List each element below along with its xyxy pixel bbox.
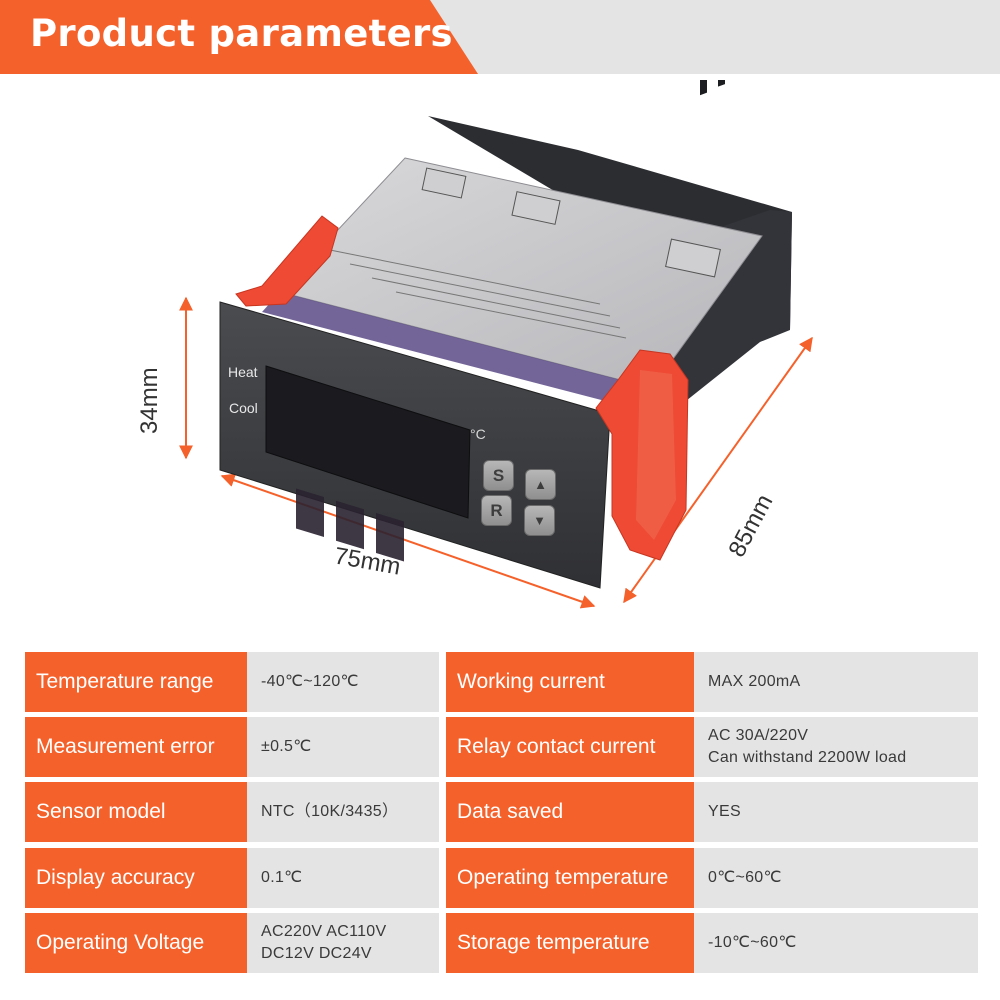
spec-value: -40℃~120℃ <box>247 652 439 712</box>
left-mounting-clip <box>235 215 339 307</box>
triangle-down-icon: ▼ <box>533 513 546 528</box>
spec-value: NTC（10K/3435） <box>247 782 439 842</box>
spec-row-storage-temperature: Storage temperature -10℃~60℃ <box>446 913 978 973</box>
spec-label: Working current <box>446 652 694 712</box>
spec-row-working-current: Working current MAX 200mA <box>446 652 978 712</box>
spec-label: Sensor model <box>25 782 247 842</box>
spec-label: Operating temperature <box>446 848 694 908</box>
spec-value: AC220V AC110V DC12V DC24V <box>247 913 439 973</box>
reset-key: R <box>481 495 512 526</box>
spec-label: Operating Voltage <box>25 913 247 973</box>
cool-indicator-label: Cool <box>229 400 258 416</box>
set-key: S <box>483 460 514 491</box>
spec-row-relay-contact-current: Relay contact current AC 30A/220V Can wi… <box>446 717 978 777</box>
triangle-up-icon: ▲ <box>534 477 547 492</box>
page-title: Product parameters <box>30 12 453 55</box>
spec-label: Data saved <box>446 782 694 842</box>
device-top-band <box>262 292 652 410</box>
product-illustration: 34mm 75mm 85mm Heat Cool °C S R ▲ ▼ <box>0 80 1000 640</box>
spec-row-display-accuracy: Display accuracy 0.1℃ <box>25 848 439 908</box>
spec-row-operating-voltage: Operating Voltage AC220V AC110V DC12V DC… <box>25 913 439 973</box>
spec-value: AC 30A/220V Can withstand 2200W load <box>694 717 978 777</box>
spec-row-data-saved: Data saved YES <box>446 782 978 842</box>
thermostat-drawing <box>179 80 813 609</box>
spec-label: Storage temperature <box>446 913 694 973</box>
display-digits <box>296 488 404 562</box>
spec-row-measurement-error: Measurement error ±0.5℃ <box>25 717 439 777</box>
spec-value: 0℃~60℃ <box>694 848 978 908</box>
spec-row-sensor-model: Sensor model NTC（10K/3435） <box>25 782 439 842</box>
spec-label: Display accuracy <box>25 848 247 908</box>
spec-value: 0.1℃ <box>247 848 439 908</box>
spec-row-temperature-range: Temperature range -40℃~120℃ <box>25 652 439 712</box>
spec-value: ±0.5℃ <box>247 717 439 777</box>
heat-indicator-label: Heat <box>228 364 258 380</box>
spec-value: -10℃~60℃ <box>694 913 978 973</box>
side-vents <box>700 80 725 96</box>
header-tab <box>0 0 478 74</box>
label-text-lines <box>329 249 627 339</box>
spec-row-operating-temperature: Operating temperature 0℃~60℃ <box>446 848 978 908</box>
height-dimension-label: 34mm <box>136 367 163 434</box>
spec-label: Temperature range <box>25 652 247 712</box>
spec-label: Measurement error <box>25 717 247 777</box>
spec-value: MAX 200mA <box>694 652 978 712</box>
celsius-unit-label: °C <box>470 426 486 442</box>
spec-value: YES <box>694 782 978 842</box>
down-key: ▼ <box>524 505 555 536</box>
terminal-load <box>665 238 721 278</box>
display-window <box>265 365 471 519</box>
terminal-ntc <box>421 167 467 199</box>
spec-label: Relay contact current <box>446 717 694 777</box>
terminal-power <box>511 191 561 225</box>
width-dimension-arrow <box>220 473 596 609</box>
up-key: ▲ <box>525 469 556 500</box>
